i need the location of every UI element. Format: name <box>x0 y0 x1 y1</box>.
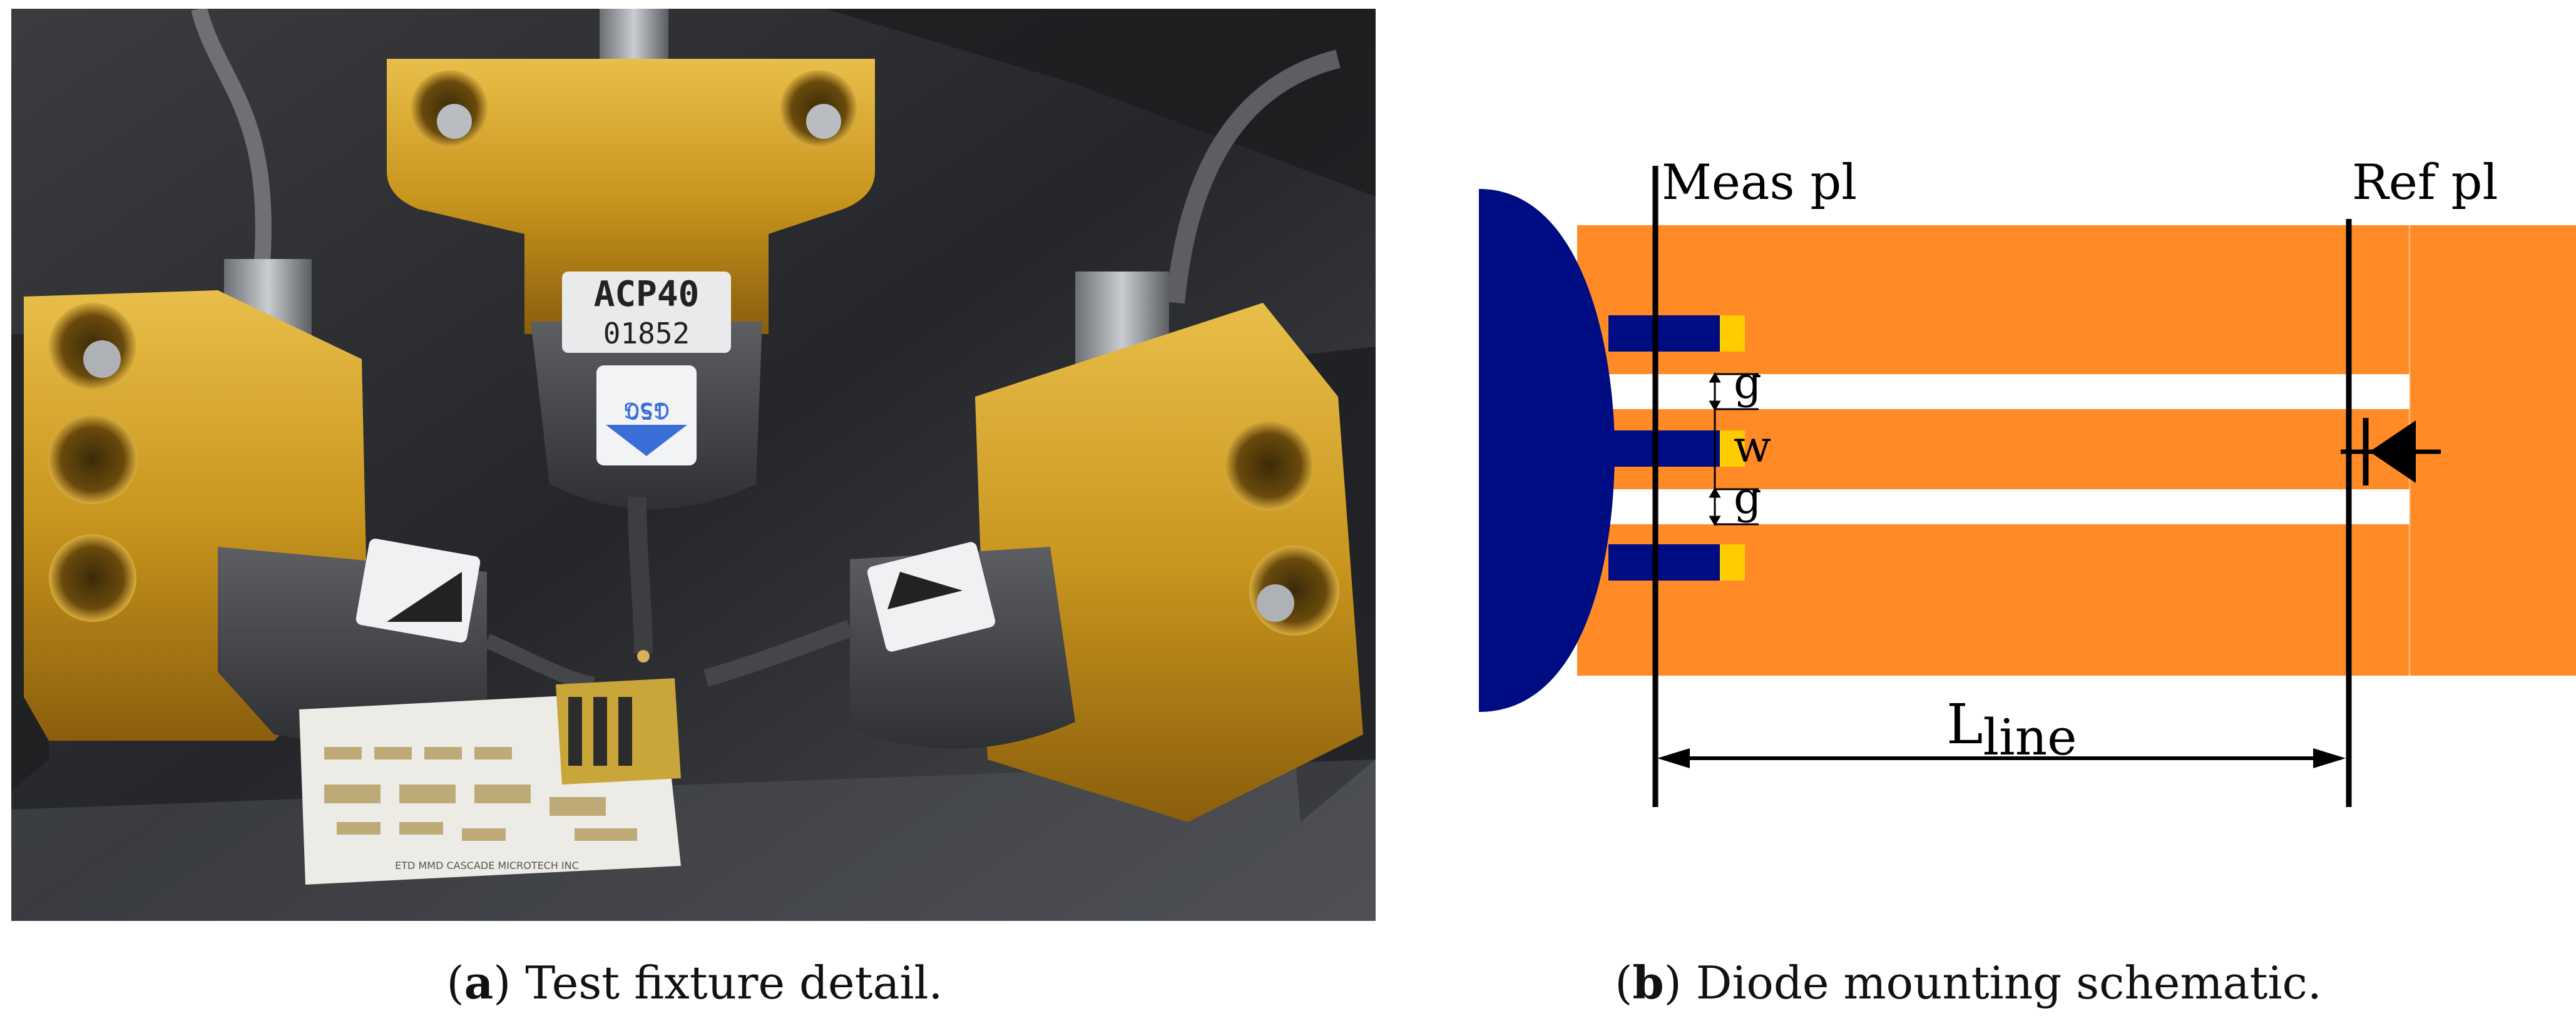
probe-model-label: ACP40 <box>594 274 700 315</box>
probe-finger-3 <box>1608 544 1720 581</box>
contact-pad-1 <box>1720 315 1745 352</box>
gap-label-bottom: g <box>1734 472 1762 524</box>
probe-finger-1 <box>1608 315 1720 352</box>
calibration-substrate: ETD MMD CASCADE MICROTECH INC <box>299 678 681 885</box>
line-length-arrow-right <box>2313 748 2346 768</box>
ref-plane-label: Ref pl <box>2352 155 2498 211</box>
caption-a: (a) Test fixture detail. <box>446 956 943 1009</box>
line-length-arrow-left <box>1657 748 1690 768</box>
caption-a-text: Test fixture detail. <box>525 957 943 1009</box>
contact-pad-2 <box>1720 430 1745 467</box>
caption-b-letter: b <box>1632 956 1664 1009</box>
line-length-label-main: L <box>1946 692 1983 756</box>
probe-finger-2 <box>1608 430 1720 467</box>
meas-plane-label: Meas pl <box>1662 155 1857 211</box>
substrate-text: ETD MMD CASCADE MICROTECH INC <box>395 860 579 871</box>
probe-serial-label: 01852 <box>603 317 690 350</box>
line-length-label: Lline <box>1946 692 2077 766</box>
test-fixture-photo: ACP40 01852 GSG 150 <box>11 9 1376 921</box>
caption-b: (b) Diode mounting schematic. <box>1615 956 2322 1009</box>
width-label: w <box>1734 421 1771 472</box>
line-length-label-sub: line <box>1983 708 2077 766</box>
left-probe <box>24 259 595 744</box>
right-probe <box>703 272 1363 822</box>
tip-type-label: GSG <box>623 397 670 422</box>
contact-pad-3 <box>1720 544 1745 581</box>
probe-head-shape <box>1479 189 1615 712</box>
diode-mounting-schematic: Meas pl Ref pl g w g Lline <box>1464 0 2576 926</box>
photo-illustration: ACP40 01852 GSG 150 <box>11 9 1376 921</box>
top-probe: ACP40 01852 GSG 150 <box>387 9 875 663</box>
caption-a-letter: a <box>464 956 494 1009</box>
diode-symbol <box>2341 418 2441 485</box>
tip-pitch-label: 150 <box>626 399 667 424</box>
gap-label-top: g <box>1734 357 1762 409</box>
dimension-markers <box>1709 372 1759 526</box>
gap-slot-bottom <box>1577 489 2410 524</box>
gap-slot-top <box>1577 374 2410 409</box>
caption-b-text: Diode mounting schematic. <box>1695 957 2322 1009</box>
